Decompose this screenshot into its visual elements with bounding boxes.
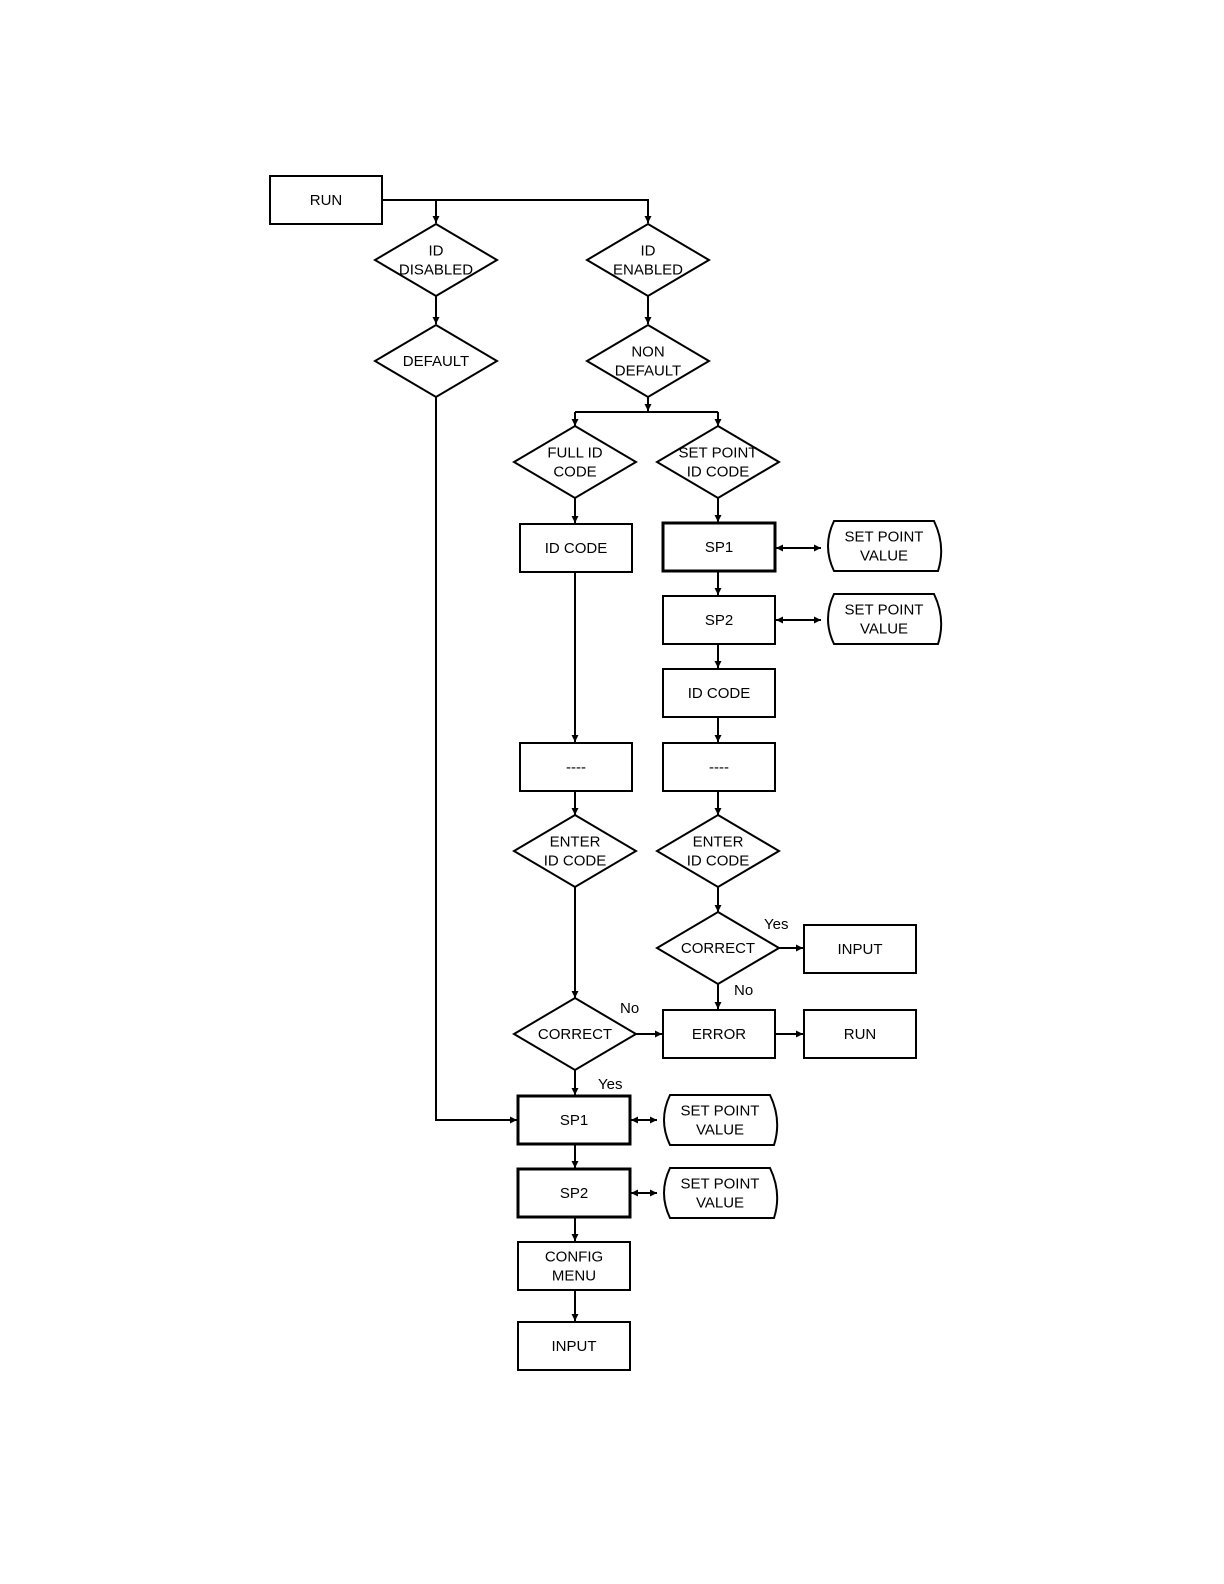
- node-error: ERROR: [663, 1010, 775, 1058]
- node-label: ID CODE: [544, 853, 607, 870]
- node-label: DEFAULT: [403, 353, 469, 370]
- node-enter-right: ENTER ID CODE: [657, 815, 779, 887]
- edge-label-yes-correct-right: Yes: [764, 916, 788, 933]
- node-dash-right: ----: [663, 743, 775, 791]
- node-default: DEFAULT: [375, 325, 497, 397]
- edge-label-no-correct-right: No: [734, 982, 753, 999]
- node-non-default: NON DEFAULT: [587, 325, 709, 397]
- node-spv-2: SET POINT VALUE: [828, 594, 941, 644]
- decision-diamond: [514, 815, 636, 887]
- node-label: RUN: [844, 1026, 877, 1043]
- node-input-bottom: INPUT: [518, 1322, 630, 1370]
- node-label: VALUE: [696, 1122, 744, 1139]
- node-label: ID: [641, 243, 656, 260]
- node-id-enabled: ID ENABLED: [587, 224, 709, 296]
- node-label: SET POINT: [681, 1103, 760, 1120]
- node-enter-left: ENTER ID CODE: [514, 815, 636, 887]
- decision-diamond: [375, 224, 497, 296]
- node-label: ERROR: [692, 1026, 746, 1043]
- node-label: ENTER: [693, 834, 744, 851]
- node-correct-left: CORRECT: [514, 998, 636, 1070]
- node-label: DISABLED: [399, 262, 473, 279]
- decision-diamond: [587, 224, 709, 296]
- node-input-right: INPUT: [804, 925, 916, 973]
- node-label: VALUE: [860, 548, 908, 565]
- node-run-bottom: RUN: [804, 1010, 916, 1058]
- node-label: FULL ID: [547, 445, 602, 462]
- node-label: SET POINT: [679, 445, 758, 462]
- decision-diamond: [587, 325, 709, 397]
- node-label: SP2: [705, 612, 733, 629]
- node-label: SET POINT: [681, 1176, 760, 1193]
- node-label: VALUE: [860, 621, 908, 638]
- node-label: MENU: [552, 1268, 596, 1285]
- decision-diamond: [657, 426, 779, 498]
- node-id-disabled: ID DISABLED: [375, 224, 497, 296]
- decision-diamond: [514, 426, 636, 498]
- node-label: SP1: [560, 1112, 588, 1129]
- node-id-code-left: ID CODE: [520, 524, 632, 572]
- node-config-menu: CONFIG MENU: [518, 1242, 630, 1290]
- node-label: ----: [566, 759, 586, 776]
- node-label: NON: [631, 344, 664, 361]
- node-label: ID CODE: [687, 464, 750, 481]
- node-label: CORRECT: [538, 1026, 612, 1043]
- node-label: ID CODE: [688, 685, 751, 702]
- node-label: ENABLED: [613, 262, 683, 279]
- node-spv-1: SET POINT VALUE: [828, 521, 941, 571]
- node-label: RUN: [310, 192, 343, 209]
- node-spv-4: SET POINT VALUE: [664, 1168, 777, 1218]
- node-label: ----: [709, 759, 729, 776]
- node-label: VALUE: [696, 1195, 744, 1212]
- edge-label-yes-correct-left: Yes: [598, 1076, 622, 1093]
- node-label: CONFIG: [545, 1249, 603, 1266]
- node-set-point-id-code: SET POINT ID CODE: [657, 426, 779, 498]
- node-spv-3: SET POINT VALUE: [664, 1095, 777, 1145]
- node-label: INPUT: [552, 1338, 597, 1355]
- decision-diamond: [657, 815, 779, 887]
- edge-label-no-correct-left: No: [620, 1000, 639, 1017]
- node-label: SET POINT: [845, 529, 924, 546]
- node-full-id-code: FULL ID CODE: [514, 426, 636, 498]
- connector-e-default-sp1: [436, 397, 517, 1120]
- node-label: SET POINT: [845, 602, 924, 619]
- nodes: RUN ID DISABLED ID ENABLED DEFAULT NON DEFAULT F…: [270, 176, 941, 1370]
- node-label: DEFAULT: [615, 363, 681, 380]
- node-label: INPUT: [838, 941, 883, 958]
- node-label: CORRECT: [681, 940, 755, 957]
- node-sp1-bottom: SP1: [518, 1096, 630, 1144]
- node-id-code-right: ID CODE: [663, 669, 775, 717]
- connector-e-run-branch: [382, 200, 648, 223]
- node-sp2-bottom: SP2: [518, 1169, 630, 1217]
- node-label: ID CODE: [687, 853, 750, 870]
- node-dash-left: ----: [520, 743, 632, 791]
- node-sp1-right: SP1: [663, 523, 775, 571]
- node-run-top: RUN: [270, 176, 382, 224]
- node-label: CODE: [553, 464, 596, 481]
- node-correct-right: CORRECT: [657, 912, 779, 984]
- node-sp2-right: SP2: [663, 596, 775, 644]
- node-label: ID CODE: [545, 540, 608, 557]
- node-label: SP1: [705, 539, 733, 556]
- node-label: ENTER: [550, 834, 601, 851]
- node-label: ID: [429, 243, 444, 260]
- node-label: SP2: [560, 1185, 588, 1202]
